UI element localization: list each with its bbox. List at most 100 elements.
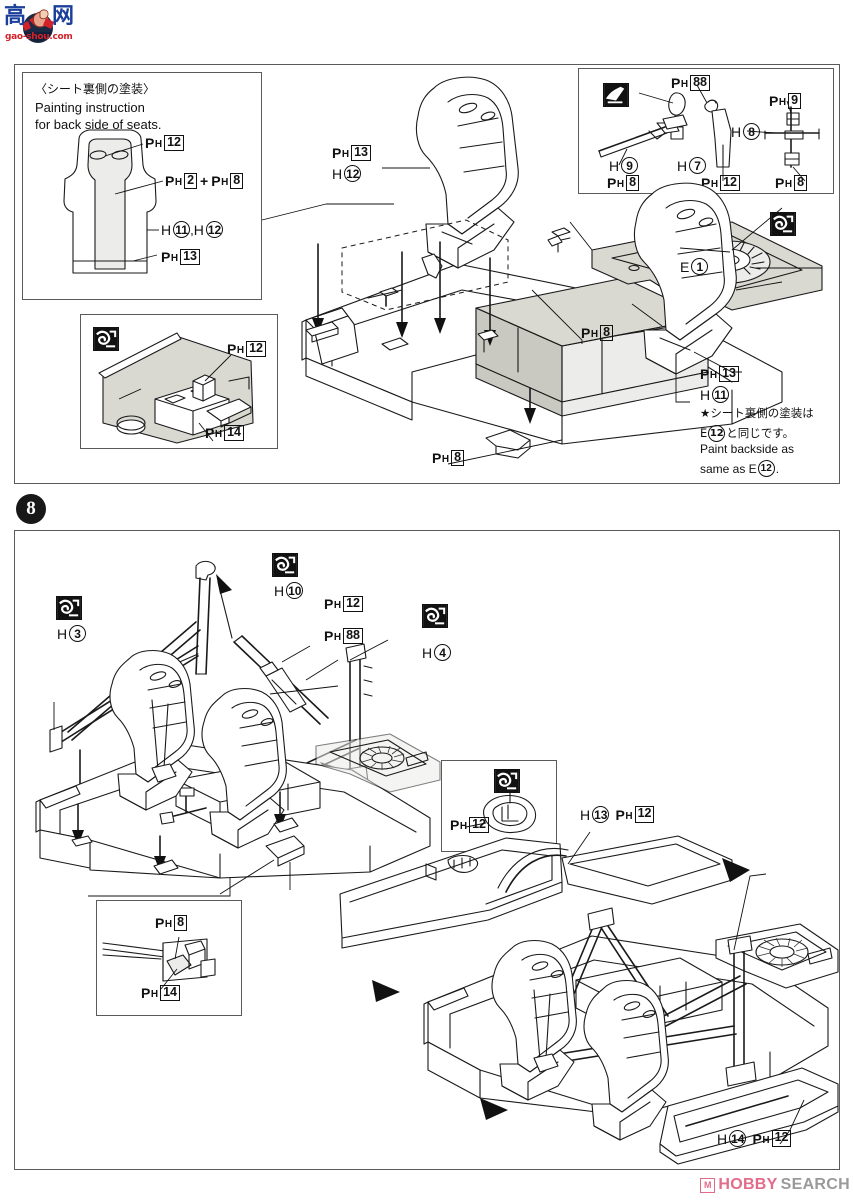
seat-paint-title-en-1: Painting instruction bbox=[35, 100, 145, 115]
left-seat-part bbox=[416, 77, 518, 268]
note-part-number: 12 bbox=[708, 425, 726, 442]
paint-number: 88 bbox=[690, 75, 710, 92]
cement-glyph bbox=[273, 554, 297, 576]
paint-prefix: P bbox=[155, 915, 164, 932]
part-number: 12 bbox=[205, 221, 224, 238]
logo-char-1: 高 bbox=[4, 4, 27, 29]
part-letter: H bbox=[700, 386, 711, 403]
part-number: 3 bbox=[69, 625, 87, 642]
paint-prefix: P bbox=[145, 135, 154, 152]
part-letter: H bbox=[717, 1130, 728, 1147]
hobby-search-mark-icon: M bbox=[700, 1177, 716, 1193]
note-jp-2-pre: E bbox=[700, 425, 708, 440]
part-letter: H bbox=[609, 157, 620, 174]
hobby-search-part2: SEARCH bbox=[780, 1176, 850, 1193]
paint-prefix: P bbox=[607, 175, 616, 192]
paint-prefix: P bbox=[775, 175, 784, 192]
paint-number: 14 bbox=[160, 985, 180, 1002]
paint-h: H bbox=[174, 177, 183, 189]
paint-prefix: P bbox=[615, 806, 625, 823]
paint-number: 12 bbox=[343, 596, 363, 613]
hobby-search-part1: HOBBY bbox=[718, 1176, 778, 1193]
cement-glyph bbox=[495, 770, 519, 792]
part-letter: H bbox=[731, 123, 742, 140]
note-jp-1: シート裏側の塗装は bbox=[710, 406, 814, 420]
paint-h: H bbox=[150, 989, 159, 1001]
seat-paint-title-jp: 〈シート裏側の塗装〉 bbox=[35, 82, 156, 96]
logo-art bbox=[22, 2, 54, 43]
pedal-clip-drawing bbox=[97, 901, 243, 1017]
paint-h: H bbox=[616, 179, 625, 191]
seat-back-drawing bbox=[23, 73, 263, 301]
paint-h: H bbox=[784, 179, 793, 191]
top-main-assembly-drawing bbox=[262, 72, 840, 482]
part-number: 8 bbox=[743, 123, 761, 140]
note-jp-2-post: と同じです。 bbox=[726, 425, 795, 440]
part-number: 11 bbox=[712, 386, 730, 403]
cement-glyph bbox=[771, 213, 795, 235]
paint-h: H bbox=[164, 919, 173, 931]
paint-number: 12 bbox=[469, 817, 489, 834]
cement-icon bbox=[422, 604, 448, 628]
part-number: 9 bbox=[621, 157, 639, 174]
paint-prefix: P bbox=[769, 93, 778, 110]
note-line-3: Paint backside as bbox=[700, 442, 795, 456]
cement-icon bbox=[770, 212, 796, 236]
paint-h: H bbox=[625, 810, 633, 822]
part-letter: E bbox=[680, 258, 690, 275]
paint-number: 13 bbox=[180, 249, 200, 266]
paint-number: 8 bbox=[794, 175, 808, 192]
logo-char-2: 网 bbox=[52, 4, 75, 29]
cement-icon bbox=[603, 83, 629, 107]
cement-glyph bbox=[57, 597, 81, 619]
paint-number: 13 bbox=[719, 366, 739, 383]
paint-h: H bbox=[710, 179, 719, 191]
part-number: 10 bbox=[286, 582, 304, 599]
paint-number: 12 bbox=[164, 135, 184, 152]
hobby-search-watermark: M HOBBY SEARCH bbox=[700, 1176, 850, 1194]
comma: , bbox=[190, 222, 194, 238]
paint-h: H bbox=[459, 821, 468, 833]
paint-number: 12 bbox=[246, 341, 266, 358]
part-letter: H bbox=[580, 806, 591, 823]
paint-prefix: P bbox=[211, 173, 221, 190]
paint-number: 12 bbox=[634, 806, 655, 823]
paint-h: H bbox=[214, 429, 223, 441]
paint-prefix: P bbox=[141, 985, 150, 1002]
paint-h: H bbox=[170, 253, 179, 265]
right-seat-part bbox=[634, 183, 736, 374]
paint-prefix: P bbox=[324, 628, 333, 645]
paint-number: 8 bbox=[174, 915, 188, 932]
paint-prefix: P bbox=[581, 325, 590, 342]
paint-h: H bbox=[333, 632, 342, 644]
cement-icon bbox=[272, 553, 298, 577]
part-letter: H bbox=[161, 221, 172, 238]
note-part-number-2: 12 bbox=[757, 460, 775, 477]
part-number: 1 bbox=[691, 258, 709, 275]
paint-h: H bbox=[778, 97, 787, 109]
paint-prefix: P bbox=[752, 1130, 762, 1147]
gao-shou-logo: 高 网 gao-shou.com bbox=[4, 2, 76, 46]
paint-prefix: P bbox=[701, 175, 710, 192]
plus-sign: + bbox=[200, 173, 209, 190]
